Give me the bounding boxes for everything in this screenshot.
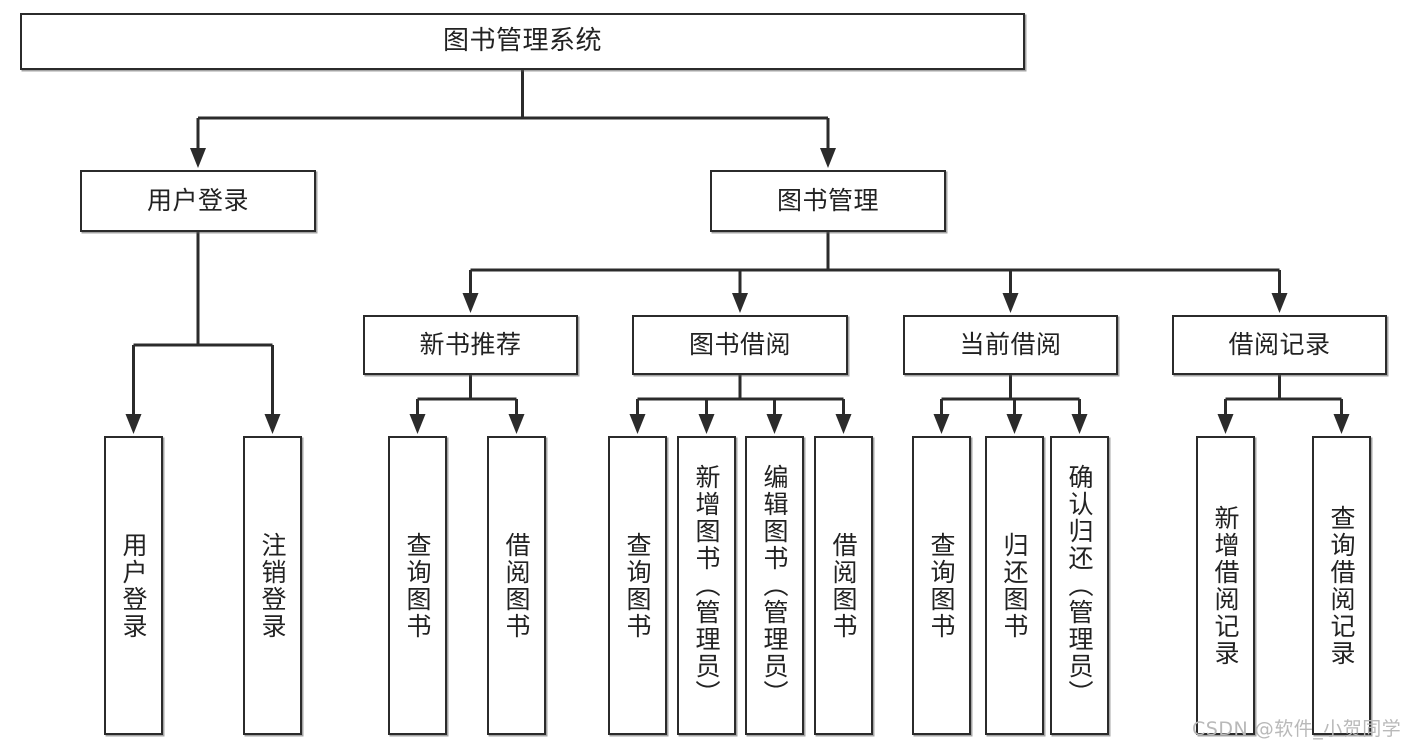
arrowhead — [933, 414, 950, 434]
arrowhead — [1071, 414, 1088, 434]
arrowhead — [1271, 293, 1288, 313]
node-leaf-b1: 借阅图书 — [487, 436, 546, 735]
arrowhead — [820, 148, 836, 168]
arrowhead — [264, 414, 281, 434]
node-label: 查询图书 — [927, 531, 956, 640]
node-leaf-q3: 查询图书 — [912, 436, 971, 735]
node-bookmgmt: 图书管理 — [710, 170, 946, 232]
node-borrow: 图书借阅 — [632, 315, 848, 375]
arrowhead — [508, 414, 525, 434]
node-label: 图书管理系统 — [442, 25, 602, 56]
arrowhead — [125, 414, 142, 434]
node-leaf-q1: 查询图书 — [388, 436, 447, 735]
node-leaf-addrec: 新增借阅记录 — [1196, 436, 1255, 735]
arrowhead — [1217, 414, 1234, 434]
arrowhead — [1006, 414, 1023, 434]
node-label: 注销登录 — [258, 531, 287, 640]
node-label: 借阅图书 — [829, 531, 858, 640]
node-label: 归还图书 — [1000, 531, 1029, 640]
node-label: 用户登录 — [119, 531, 148, 640]
node-label: 查询图书 — [623, 531, 652, 640]
arrowhead — [766, 414, 783, 434]
node-label: 查询图书 — [403, 531, 432, 640]
node-leaf-q2: 查询图书 — [608, 436, 667, 735]
arrowhead — [409, 414, 426, 434]
node-records: 借阅记录 — [1172, 315, 1387, 375]
node-current: 当前借阅 — [903, 315, 1118, 375]
node-newbook: 新书推荐 — [363, 315, 578, 375]
arrowhead — [462, 293, 479, 313]
node-leaf-login: 用户登录 — [104, 436, 163, 735]
node-leaf-b2: 借阅图书 — [814, 436, 873, 735]
node-label: 新增图书（管理员） — [692, 464, 721, 707]
node-label: 图书借阅 — [688, 329, 791, 359]
arrowhead — [1002, 293, 1019, 313]
node-label: 用户登录 — [146, 185, 249, 215]
node-label: 新书推荐 — [419, 329, 522, 359]
node-leaf-logout: 注销登录 — [243, 436, 302, 735]
node-label: 借阅图书 — [502, 531, 531, 640]
arrowhead — [698, 414, 715, 434]
node-label: 查询借阅记录 — [1327, 504, 1356, 667]
node-label: 编辑图书（管理员） — [760, 464, 789, 707]
node-leaf-edit: 编辑图书（管理员） — [745, 436, 804, 735]
node-label: 借阅记录 — [1228, 329, 1331, 359]
node-leaf-return: 归还图书 — [985, 436, 1044, 735]
arrowhead — [190, 148, 206, 168]
arrowhead — [835, 414, 852, 434]
node-label: 图书管理 — [776, 185, 879, 215]
node-leaf-add: 新增图书（管理员） — [677, 436, 736, 735]
node-leaf-qrec: 查询借阅记录 — [1312, 436, 1371, 735]
arrowhead — [1333, 414, 1350, 434]
node-label: 确认归还（管理员） — [1065, 464, 1094, 707]
node-login: 用户登录 — [80, 170, 316, 232]
arrowhead — [732, 293, 748, 313]
node-leaf-confirm: 确认归还（管理员） — [1050, 436, 1109, 735]
arrowhead — [629, 414, 646, 434]
node-label: 新增借阅记录 — [1211, 504, 1240, 667]
csdn-watermark: CSDN @软件_小贺同学 — [1192, 718, 1402, 740]
node-label: 当前借阅 — [959, 329, 1062, 359]
node-root: 图书管理系统 — [20, 13, 1025, 70]
